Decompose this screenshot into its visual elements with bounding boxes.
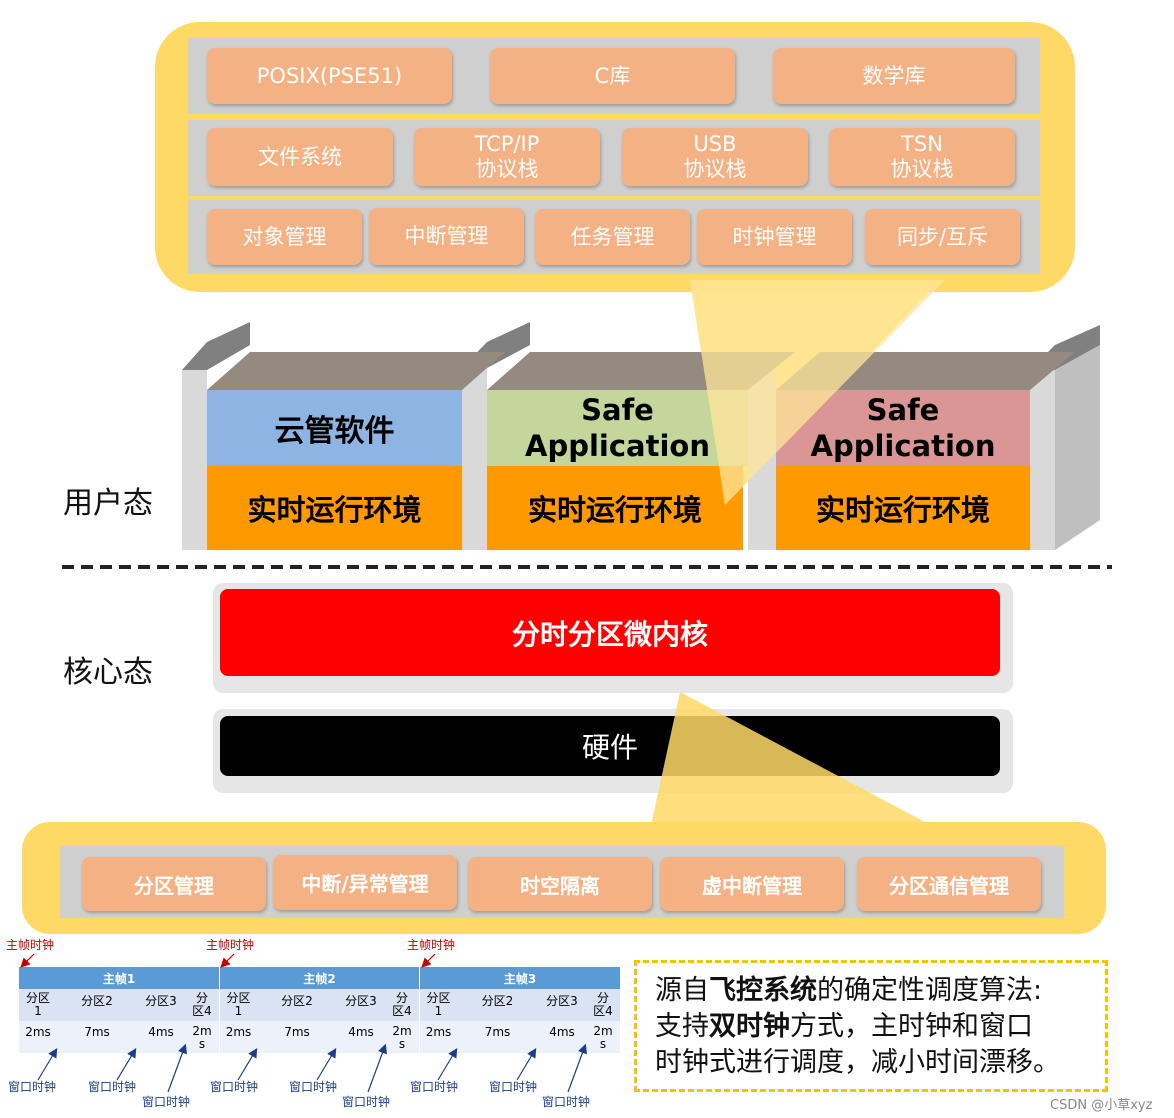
frame2-d1: 2ms [219,1021,257,1053]
frame1-p3: 分区3 [137,989,185,1021]
main-clock-label-1: 主帧时钟 [6,938,55,952]
lib-usb: USB 协议栈 [622,128,808,186]
timeline-frame-3: 主帧3 分区 1 分区2 分区3 分 区4 2ms 7ms 4ms 2m s [419,967,620,1055]
frame1-header: 主帧1 [19,967,219,989]
window-clock-3c: 窗口时钟 [542,1095,591,1109]
bottom-callout-pointer [650,692,940,830]
frame2-p1: 分区 1 [219,989,257,1021]
main-clock-label-2: 主帧时钟 [206,938,255,952]
kfunc-partition-mgmt: 分区管理 [82,857,266,911]
frame3-d4: 2m s [586,1021,620,1053]
frame1-p1: 分区 1 [19,989,57,1021]
frame2-p4: 分 区4 [385,989,419,1021]
frame3-p1: 分区 1 [419,989,457,1021]
kfunc-virtual-interrupt: 虚中断管理 [660,857,844,911]
window-clock-2b: 窗口时钟 [289,1080,338,1094]
lib-clock-mgmt: 时钟管理 [697,209,852,265]
window-clock-2a: 窗口时钟 [210,1080,259,1094]
frame1-d1: 2ms [19,1021,57,1053]
frame2-p3: 分区3 [337,989,385,1021]
frame3-header: 主帧3 [419,967,620,989]
kernel-mode-label: 核心态 [63,655,153,690]
lib-math: 数学库 [773,48,1015,104]
frame2-d4: 2m s [385,1021,419,1053]
frame3-d2: 7ms [457,1021,538,1053]
timeline-arrows [20,953,588,1093]
lib-posix: POSIX(PSE51) [207,48,452,104]
note-line-2: 支持双时钟方式，主时钟和窗口 [655,1011,1033,1042]
lib-c: C库 [490,48,735,104]
frame1-d4: 2m s [185,1021,219,1053]
frame2-d2: 7ms [257,1021,337,1053]
frame3-p4: 分 区4 [586,989,620,1021]
frame2-d3: 4ms [337,1021,385,1053]
frame1-p4: 分 区4 [185,989,219,1021]
frame1-d2: 7ms [57,1021,137,1053]
frame3-p3: 分区3 [538,989,586,1021]
window-clock-2c: 窗口时钟 [342,1095,391,1109]
frame3-d1: 2ms [419,1021,457,1053]
note-box: 源自飞控系统的确定性调度算法: 支持双时钟方式，主时钟和窗口 时钟式进行调度，减… [634,960,1108,1092]
hardware-box: 硬件 [220,716,1000,776]
window-clock-3a: 窗口时钟 [410,1080,459,1094]
lib-interrupt-mgmt: 中断管理 [369,208,524,265]
lib-task-mgmt: 任务管理 [535,209,690,265]
lib-filesystem: 文件系统 [207,128,393,186]
note-line-1: 源自飞控系统的确定性调度算法: [655,975,1043,1006]
partition3-runtime: 实时运行环境 [776,466,1030,550]
kfunc-interrupt-exception: 中断/异常管理 [273,855,457,910]
note-line-3: 时钟式进行调度，减小时间漂移。 [655,1047,1060,1078]
kfunc-space-time-isolation: 时空隔离 [468,857,652,911]
partition2-app: Safe Application [487,390,748,466]
main-clock-label-3: 主帧时钟 [407,938,456,952]
watermark: CSDN @小草xyz [1050,1098,1153,1113]
frame1-d3: 4ms [137,1021,185,1053]
partition-frame [182,322,1100,550]
partition1-app: 云管软件 [207,390,462,466]
frame2-header: 主帧2 [219,967,419,989]
frame3-d3: 4ms [538,1021,586,1053]
timeline-frame-1: 主帧1 分区 1 分区2 分区3 分 区4 2ms 7ms 4ms 2m s [19,967,219,1055]
frame3-p2: 分区2 [457,989,538,1021]
lib-sync-mutex: 同步/互斥 [865,209,1020,265]
hardware-label: 硬件 [581,731,638,764]
user-mode-label: 用户态 [63,486,153,521]
partition1-runtime: 实时运行环境 [207,466,462,550]
frame2-p2: 分区2 [257,989,337,1021]
window-clock-1a: 窗口时钟 [8,1080,57,1094]
timeline-frame-2: 主帧2 分区 1 分区2 分区3 分 区4 2ms 7ms 4ms 2m s [219,967,419,1055]
lib-tcpip: TCP/IP 协议栈 [414,128,600,186]
window-clock-3b: 窗口时钟 [489,1080,538,1094]
kfunc-partition-comm: 分区通信管理 [857,857,1041,911]
mode-separator [62,565,1112,569]
frame1-p2: 分区2 [57,989,137,1021]
kernel-box: 分时分区微内核 [220,589,1000,676]
lib-tsn: TSN 协议栈 [829,128,1015,186]
lib-object-mgmt: 对象管理 [207,209,362,265]
window-clock-1b: 窗口时钟 [88,1080,137,1094]
window-clock-1c: 窗口时钟 [142,1095,191,1109]
partition2-runtime: 实时运行环境 [487,466,743,550]
top-callout-pointer-overlay [690,280,945,505]
kernel-label: 分时分区微内核 [511,617,708,651]
